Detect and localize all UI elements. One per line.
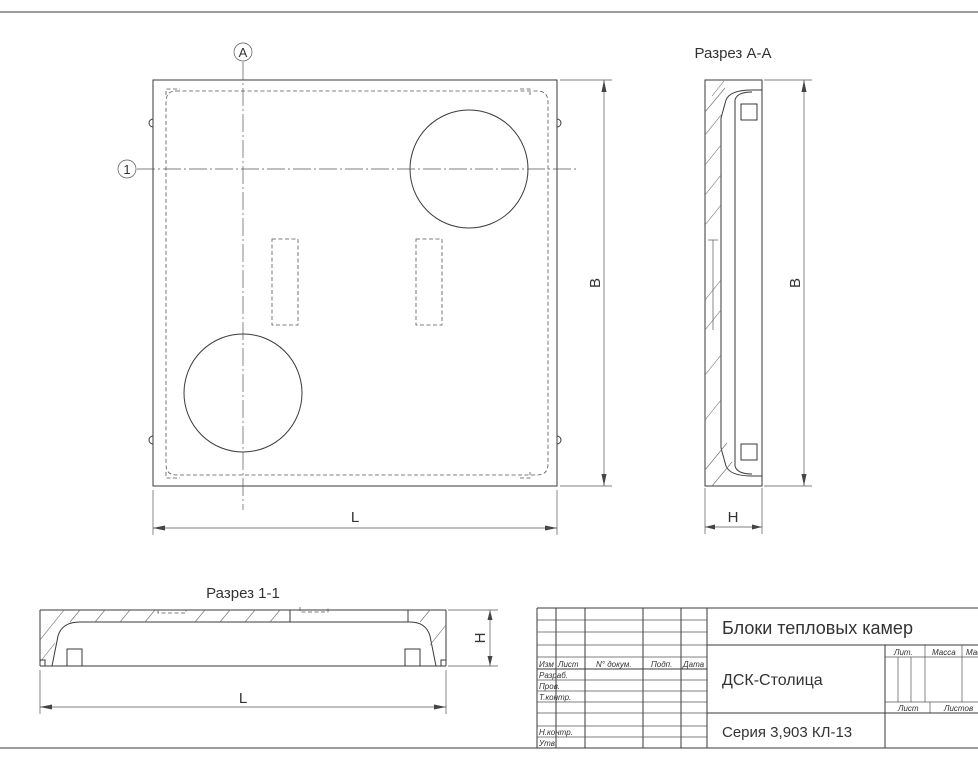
header-date: Дата <box>682 660 705 669</box>
sheet-frame <box>0 11 978 749</box>
dimension-b-label: B <box>787 278 804 288</box>
plan-outline <box>152 79 558 487</box>
axis-a-marker <box>233 42 253 62</box>
lifting-lug <box>556 118 562 128</box>
niche-left <box>271 238 299 326</box>
axis-1-marker <box>117 159 137 179</box>
stage-mass: Масса <box>932 648 956 657</box>
title-block-series: Серия 3,903 КЛ-13 <box>722 724 852 741</box>
niche-right <box>415 238 443 326</box>
lifting-lug <box>148 435 154 445</box>
section-aa-title: Разрез А-А <box>695 45 772 62</box>
title-block: Блоки тепловых камер ДСК-Столица Серия 3… <box>536 607 978 748</box>
stage-scale: Масштаб <box>966 648 978 657</box>
plan-inner-contour <box>165 90 549 476</box>
axis-a-label: A <box>239 45 248 60</box>
dimension-l-label: L <box>239 690 247 707</box>
section-aa-hatching <box>704 80 733 487</box>
role-norm-control: Н.контр. <box>539 728 573 737</box>
dimension-l-label: L <box>351 509 359 526</box>
header-list: Лист <box>557 660 579 669</box>
header-doc-no: N° докум. <box>596 660 632 669</box>
plan-view: A 1 L B <box>117 42 612 535</box>
lifting-lug <box>148 118 154 128</box>
title-block-title: Блоки тепловых камер <box>722 618 913 638</box>
role-checked: Пров. <box>539 682 560 691</box>
dimension-h-label: H <box>472 633 489 644</box>
axis-1-label: 1 <box>123 162 130 177</box>
stage-lit: Лит. <box>893 648 913 657</box>
sheet-label: Лист <box>897 704 919 713</box>
header-izm: Изм <box>539 660 554 669</box>
role-approved: Утв. <box>538 739 557 748</box>
role-tech-control: Т.контр. <box>539 693 571 702</box>
section-11-view: Разрез 1-1 <box>39 585 498 714</box>
header-signature: Подп. <box>651 660 672 669</box>
sheets-label: Листов <box>943 704 973 713</box>
dimension-b-label: B <box>587 278 604 288</box>
title-block-organization: ДСК-Столица <box>722 672 823 689</box>
section-aa-profile <box>704 79 763 487</box>
section-11-title: Разрез 1-1 <box>206 585 280 602</box>
role-developed: Разраб. <box>539 671 568 680</box>
dimension-h-label: H <box>728 509 739 526</box>
section-aa-view: Разрез А-А <box>695 45 812 534</box>
section-11-hatching <box>39 609 447 663</box>
lifting-lug <box>556 435 562 445</box>
